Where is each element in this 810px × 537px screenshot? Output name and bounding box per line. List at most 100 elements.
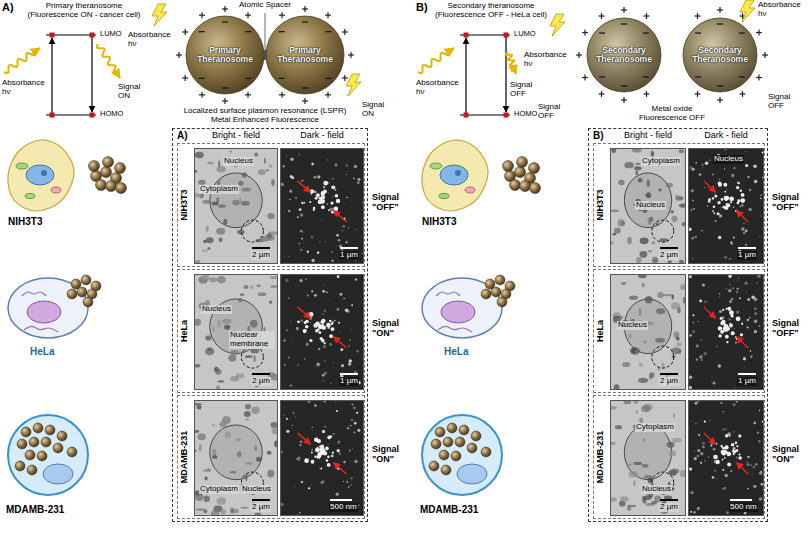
positive-charge bbox=[182, 29, 188, 35]
scale-label: 500 nm bbox=[729, 503, 758, 512]
cell-texture bbox=[195, 403, 202, 406]
bright-field-image: CytoplasmNucleus2 µm bbox=[194, 400, 278, 516]
scatter-speck bbox=[710, 445, 712, 447]
charge-stroke bbox=[584, 30, 585, 36]
nucleus bbox=[26, 165, 54, 185]
absorbance-label: Absorbance hν bbox=[524, 50, 570, 68]
scatter-speck bbox=[728, 289, 731, 292]
positive-charge bbox=[756, 75, 762, 81]
cell-texture bbox=[207, 162, 214, 165]
scatter-speck bbox=[714, 470, 716, 472]
scale-bar bbox=[330, 499, 352, 501]
cell-texture bbox=[638, 275, 647, 278]
nanoparticle bbox=[515, 167, 526, 178]
negative-charge bbox=[621, 23, 627, 24]
theranosome-sphere: Secondary Theranosome bbox=[586, 17, 662, 93]
scatter-speck bbox=[705, 162, 709, 166]
scatter-speck bbox=[335, 401, 337, 403]
cell-texture bbox=[231, 350, 239, 355]
scatter-speck bbox=[730, 241, 732, 243]
scatter-speck bbox=[704, 300, 707, 303]
charge-stroke bbox=[578, 52, 579, 58]
particle-scatter bbox=[722, 459, 724, 461]
nucleus-region bbox=[210, 173, 262, 228]
scatter-speck bbox=[716, 477, 718, 479]
scatter-speck bbox=[298, 260, 300, 262]
micrograph-ground bbox=[611, 149, 685, 263]
micrograph-panel: CytoplasmNucleus2 µmNucleus1 µmNIH3T3Nuc… bbox=[588, 128, 768, 522]
pointer-arrow bbox=[736, 211, 748, 222]
cell-texture bbox=[246, 417, 249, 421]
scatter-speck bbox=[301, 202, 303, 204]
particle-scatter bbox=[311, 193, 313, 195]
cell-texture bbox=[245, 462, 253, 465]
cell-texture bbox=[679, 203, 685, 207]
scatter-speck bbox=[760, 471, 762, 473]
cell-line-row: CytoplasmNucleus2 µmNucleus1 µmNIH3T3 bbox=[593, 143, 765, 267]
scatter-speck bbox=[738, 277, 740, 279]
cell-texture bbox=[274, 440, 277, 447]
scatter-speck bbox=[299, 243, 300, 244]
energy-level-label: HOMO bbox=[514, 110, 537, 119]
scatter-speck bbox=[288, 357, 290, 359]
particle-scatter bbox=[328, 209, 330, 211]
scale-bar bbox=[660, 247, 678, 249]
scatter-speck bbox=[301, 180, 303, 182]
scatter-speck bbox=[357, 181, 360, 184]
particle-scatter bbox=[722, 447, 725, 450]
dark-field-image: 1 µm bbox=[280, 274, 364, 390]
nanoparticle bbox=[441, 465, 451, 475]
scatter-speck bbox=[736, 288, 738, 290]
cell-texture bbox=[643, 341, 646, 344]
nanoparticle bbox=[447, 423, 457, 433]
particle-scatter bbox=[315, 197, 318, 200]
endoplasmic-reticulum bbox=[24, 326, 58, 332]
positive-charge bbox=[348, 52, 354, 58]
scatter-speck bbox=[328, 443, 330, 445]
cell-line-name: MDAMB-231 bbox=[420, 504, 478, 516]
scatter-speck bbox=[286, 418, 288, 420]
scatter-speck bbox=[283, 415, 284, 416]
scatter-speck bbox=[733, 206, 735, 208]
cell-texture bbox=[241, 507, 249, 509]
cell-texture bbox=[256, 457, 261, 462]
structure-label: Nucleus bbox=[713, 155, 744, 164]
mitochondrion bbox=[25, 194, 35, 199]
scatter-speck bbox=[702, 164, 704, 166]
cell-texture bbox=[251, 406, 259, 414]
scatter-speck bbox=[754, 320, 758, 324]
micrograph-panel: NucleusCytoplasm2 µm1 µmNIH3T3NucleusNuc… bbox=[172, 128, 368, 522]
structure-label: Cytoplasm bbox=[641, 157, 681, 166]
negative-charge bbox=[279, 78, 285, 79]
cell-texture bbox=[195, 152, 204, 158]
scatter-speck bbox=[756, 282, 757, 283]
charge-stroke bbox=[281, 12, 282, 18]
cell-texture bbox=[199, 444, 202, 452]
scatter-speck bbox=[690, 491, 693, 494]
particle-scatter bbox=[732, 199, 734, 201]
cell-texture bbox=[643, 439, 645, 442]
micrograph-ground bbox=[281, 401, 363, 515]
particle-scatter bbox=[723, 450, 727, 454]
cell-texture bbox=[611, 149, 616, 153]
endoplasmic-reticulum bbox=[22, 292, 46, 296]
scatter-speck bbox=[324, 372, 327, 375]
particle-scatter bbox=[714, 195, 717, 198]
column-heading: Dark - field bbox=[280, 130, 364, 140]
cell-texture bbox=[211, 510, 219, 515]
particle-scatter bbox=[323, 181, 328, 186]
scatter-speck bbox=[295, 197, 297, 199]
cell-line-name: NIH3T3 bbox=[422, 216, 456, 228]
scatter-speck bbox=[739, 205, 741, 207]
pointer-arrow bbox=[297, 307, 310, 318]
micrograph-ground bbox=[689, 401, 763, 515]
nanoparticle bbox=[67, 289, 77, 299]
particle-scatter bbox=[330, 202, 333, 205]
cell-texture bbox=[679, 260, 684, 263]
cell-texture bbox=[675, 194, 678, 200]
scatter-speck bbox=[323, 345, 326, 348]
cell-texture bbox=[207, 247, 210, 249]
scatter-speck bbox=[741, 204, 744, 207]
cell-texture bbox=[204, 476, 207, 480]
scatter-speck bbox=[328, 182, 330, 184]
